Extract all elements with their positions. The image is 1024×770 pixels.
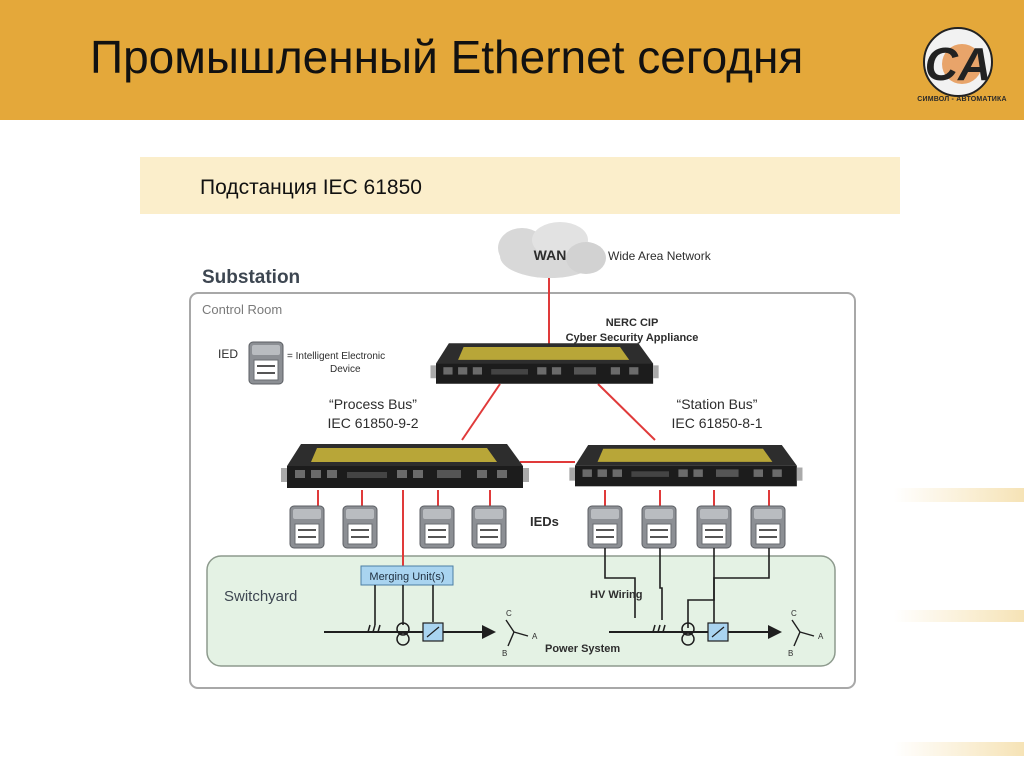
phase-label: C — [506, 609, 512, 618]
hv-wiring-lines — [604, 548, 770, 628]
hv-wiring-label: HV Wiring — [590, 589, 642, 601]
nerc-label: NERC CIP — [606, 317, 659, 329]
decorative-stripe — [894, 488, 1024, 502]
power-line-left — [324, 619, 529, 647]
ied-legend-icon — [248, 341, 284, 385]
wan-cloud — [498, 222, 606, 278]
merging-unit — [360, 565, 454, 586]
station-bus-label: “Station Bus” — [677, 396, 758, 412]
wan-label: WAN — [534, 247, 567, 263]
ied-legend-text: = Intelligent Electronic — [287, 351, 385, 362]
network-links — [317, 278, 770, 566]
ied-legend-text: Device — [330, 364, 361, 375]
merging-unit-wires — [374, 585, 434, 625]
ied-legend-label: IED — [218, 347, 238, 361]
control-room-label: Control Room — [202, 302, 282, 317]
switchyard-area — [206, 555, 836, 667]
nerc-label: Cyber Security Appliance — [566, 332, 699, 344]
process-bus-label: “Process Bus” — [329, 396, 417, 412]
phase-label: B — [502, 649, 507, 658]
ied-device — [342, 505, 378, 549]
ied-device — [289, 505, 325, 549]
ied-device — [419, 505, 455, 549]
slide-subtitle: Подстанция IEC 61850 — [200, 176, 422, 199]
substation-label: Substation — [202, 267, 300, 288]
decorative-stripe — [894, 610, 1024, 622]
ieds-label: IEDs — [530, 514, 559, 529]
ied-device — [587, 505, 623, 549]
ied-device — [750, 505, 786, 549]
ied-device — [641, 505, 677, 549]
company-logo: CA — [923, 27, 993, 97]
logo-caption: СИМВОЛ - АВТОМАТИКА — [917, 96, 1007, 103]
station-bus-switch — [569, 444, 803, 487]
ied-device — [696, 505, 732, 549]
page-title: Промышленный Ethernet сегодня — [90, 31, 804, 83]
header-bar — [0, 0, 1024, 120]
power-system-label: Power System — [545, 643, 620, 655]
wan-description: Wide Area Network — [608, 249, 712, 263]
station-bus-label: IEC 61850-8-1 — [671, 415, 762, 431]
switchyard-label: Switchyard — [224, 588, 297, 605]
subtitle-band — [140, 157, 900, 214]
phase-label: B — [788, 649, 793, 658]
phase-label: A — [532, 632, 538, 641]
logo-letters: CA — [925, 38, 991, 90]
ied-device — [471, 505, 507, 549]
nerc-security-appliance — [430, 343, 659, 384]
process-bus-label: IEC 61850-9-2 — [327, 415, 418, 431]
merging-unit-label: Merging Unit(s) — [369, 571, 444, 583]
process-bus-switch — [281, 444, 529, 488]
phase-label: C — [791, 609, 797, 618]
phase-label: A — [818, 632, 824, 641]
decorative-stripe — [894, 742, 1024, 756]
power-line-right — [609, 619, 815, 647]
